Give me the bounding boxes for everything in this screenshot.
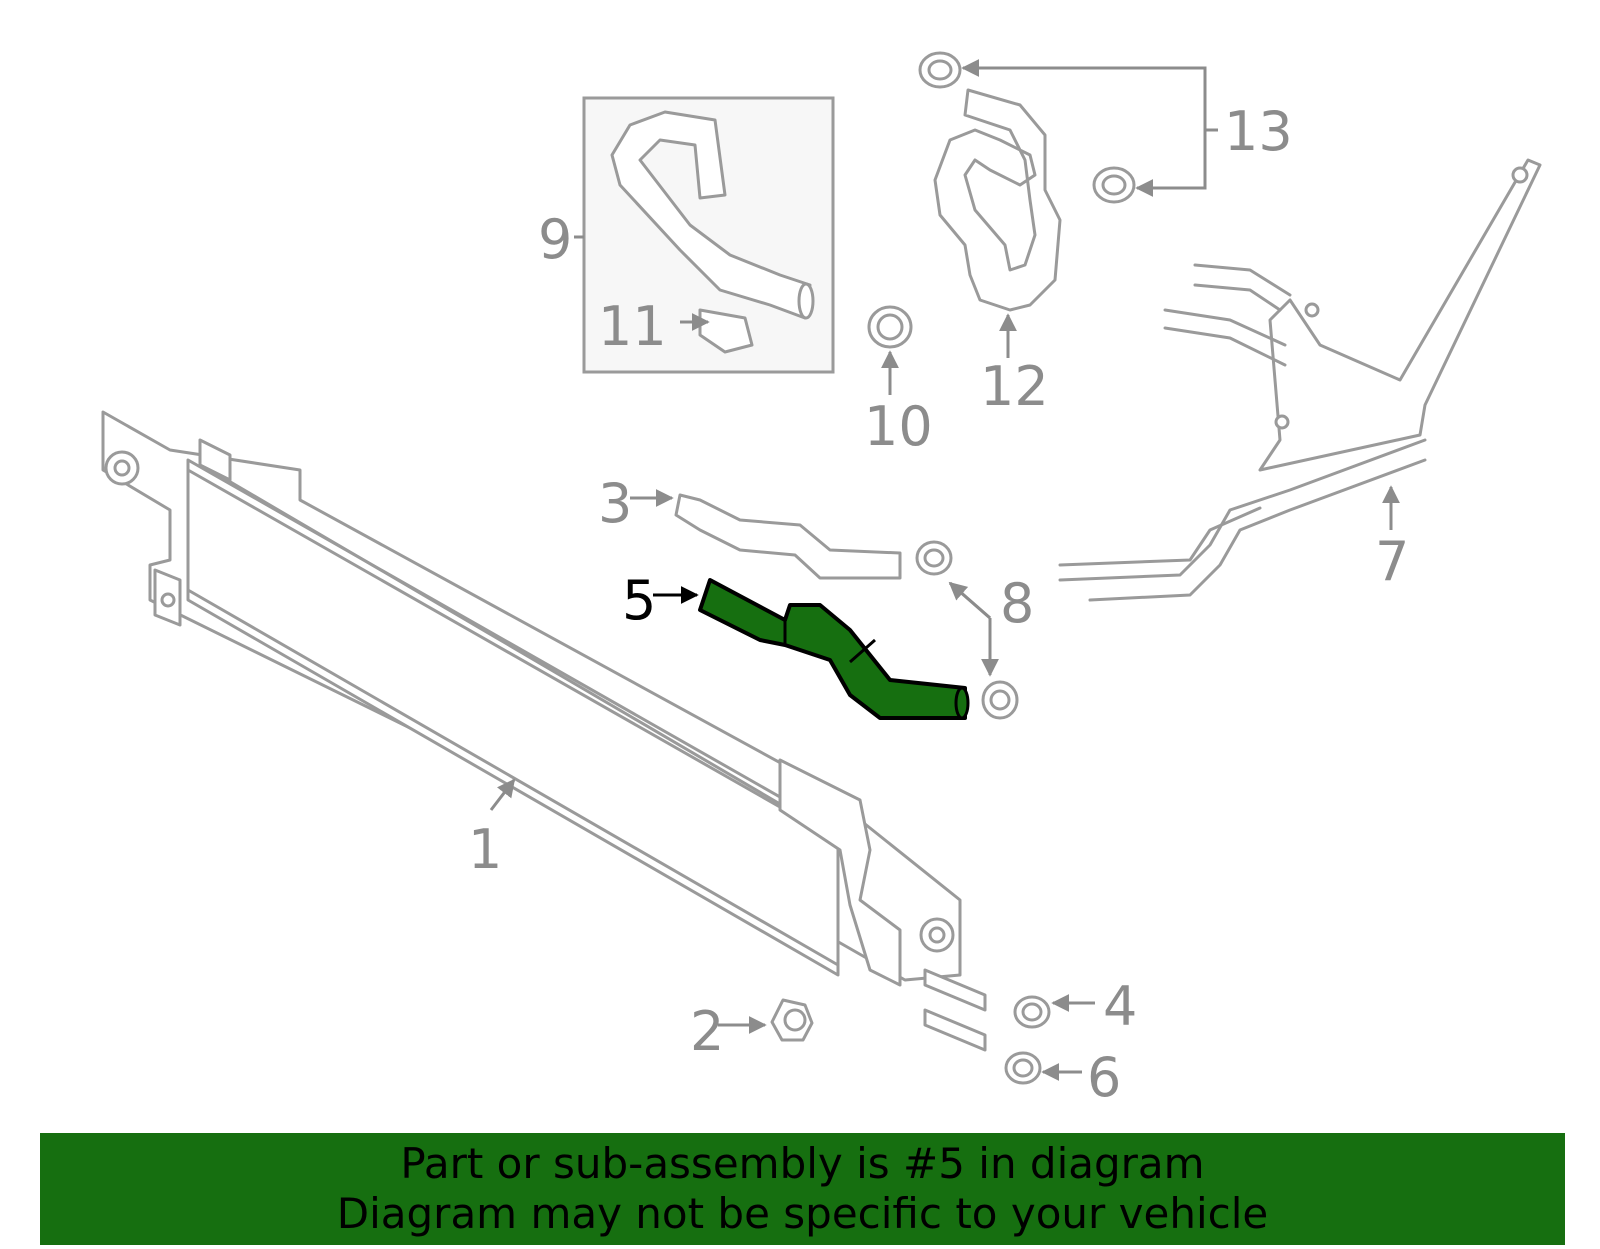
- leader-13-bottom: [1135, 130, 1207, 197]
- hose-part-12: [933, 88, 1062, 312]
- clamp-part-13-upper: [918, 51, 962, 89]
- clamp-part-8-lower: [981, 680, 1019, 720]
- nut-part-2: [770, 998, 814, 1042]
- callout-3: 3: [598, 472, 632, 535]
- callout-12: 12: [980, 355, 1049, 418]
- callout-6: 6: [1087, 1046, 1121, 1109]
- pipe-assembly-part-7: [1058, 158, 1542, 602]
- callout-11: 11: [598, 295, 667, 358]
- callout-13: 13: [1224, 100, 1293, 163]
- info-banner: Part or sub-assembly is #5 in diagram Di…: [40, 1133, 1565, 1245]
- leader-13-top: [961, 59, 1218, 132]
- callout-4: 4: [1103, 975, 1137, 1038]
- callout-7: 7: [1375, 530, 1409, 593]
- callout-10: 10: [864, 395, 933, 458]
- clamp-part-6: [1004, 1051, 1042, 1085]
- callout-8: 8: [1000, 572, 1034, 635]
- hose-part-5-highlighted: [698, 578, 970, 720]
- leader-1: [489, 778, 516, 811]
- clamp-part-8-upper: [915, 540, 953, 576]
- oil-cooler-part-1: [101, 410, 987, 1052]
- leader-8-arrow-up: [948, 581, 991, 620]
- clamp-part-4: [1013, 995, 1051, 1029]
- leader-8: [949, 581, 992, 673]
- clamp-part-10: [867, 305, 913, 349]
- callout-9: 9: [538, 208, 572, 271]
- banner-line-2: Diagram may not be specific to your vehi…: [336, 1189, 1269, 1238]
- callout-2: 2: [690, 1000, 724, 1063]
- hose-part-3: [674, 493, 902, 580]
- callout-1: 1: [468, 818, 502, 881]
- clamp-part-13-lower: [1092, 166, 1136, 204]
- callout-5: 5: [622, 569, 656, 632]
- banner-line-1: Part or sub-assembly is #5 in diagram: [400, 1139, 1205, 1188]
